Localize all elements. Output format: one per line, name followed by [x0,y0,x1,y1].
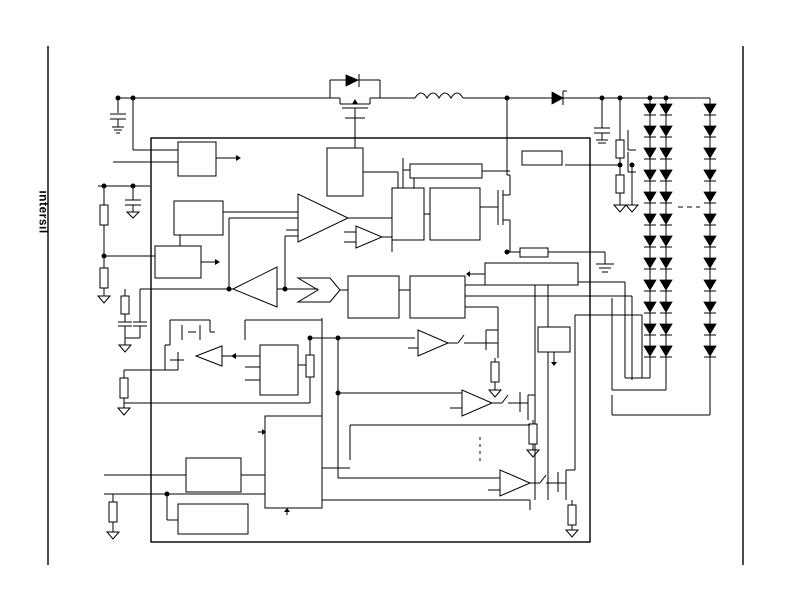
reference-adjust-block [177,503,249,535]
dimming-control-block [347,275,400,319]
led-string-2 [663,95,669,390]
error-amplifier [231,266,278,308]
iset-resistor [108,501,118,523]
bias-amplifier [194,345,223,367]
led-icon [659,257,673,269]
led-icon [643,301,657,313]
led-icon [703,301,717,313]
led-icon [643,257,657,269]
sense-resistor [391,232,614,273]
led-icon [659,301,673,313]
channel-regulator-1 [307,307,503,398]
led-string-1 [647,95,653,378]
schottky-diode-icon [551,91,564,105]
led-icon [659,345,673,357]
input-rail [110,95,330,151]
led-icon [659,213,673,225]
led-icon [643,103,657,115]
gate-driver-block [429,187,481,241]
led-icon [703,191,717,203]
led-icon [703,345,717,357]
led-icon [659,103,673,115]
ic-boundary [150,137,591,543]
led-icon [659,279,673,291]
channel-regulator-3 [337,315,580,538]
oscillator-block [154,245,202,279]
internal-switch-fet [497,98,511,255]
pwm-input-block [185,457,242,493]
pwm-comparator [297,193,350,243]
enable-logic-block [177,141,217,177]
led-icon [643,235,657,247]
status-block [537,326,571,353]
led-icon [703,125,717,137]
comp-network [117,289,147,353]
led-icon [659,125,673,137]
led-icon [643,147,657,159]
led-icon [703,235,717,247]
inductor-icon [414,92,464,99]
dimming-decoder-block [264,415,323,509]
fault-logic-block [259,344,299,396]
output-diode [551,90,710,105]
led-icon [703,279,717,291]
ovp-sense-block [521,150,563,166]
led-icon [703,103,717,115]
led-icon [643,279,657,291]
channel-regulator-2 [335,338,541,458]
current-mirror [116,319,215,416]
slope-comp-block [326,147,364,197]
led-icon [703,323,717,335]
led-icon [643,213,657,225]
channel-amp-3 [499,469,532,497]
ovp-divider [565,95,640,213]
led-icon [659,169,673,181]
channel-control-block [409,275,466,319]
led-icon [659,147,673,159]
top-diode-icon [345,74,359,87]
ovp-comparator-block [409,163,483,179]
led-icon [643,191,657,203]
led-icon [659,323,673,335]
current-sense-amp [355,225,384,249]
led-icon [703,213,717,225]
pwm-logic-block [391,187,425,241]
led-icon [643,125,657,137]
led-icon [643,323,657,335]
power-switch-fet [329,74,415,148]
led-icon [643,169,657,181]
fault-protection-block [484,262,579,286]
fault-resistor [305,354,315,378]
led-icon [703,257,717,269]
led-icon [643,345,657,357]
channel-amp-1 [417,329,450,357]
led-icon [659,235,673,247]
reference-block [173,200,224,236]
vdd-decoupling [96,183,155,304]
led-icon [703,169,717,181]
led-icon [659,191,673,203]
led-return-traces [575,281,710,416]
minimum-select-block [296,277,341,303]
channel-amp-2 [461,389,494,417]
output-capacitor [594,95,610,144]
led-icon [703,147,717,159]
